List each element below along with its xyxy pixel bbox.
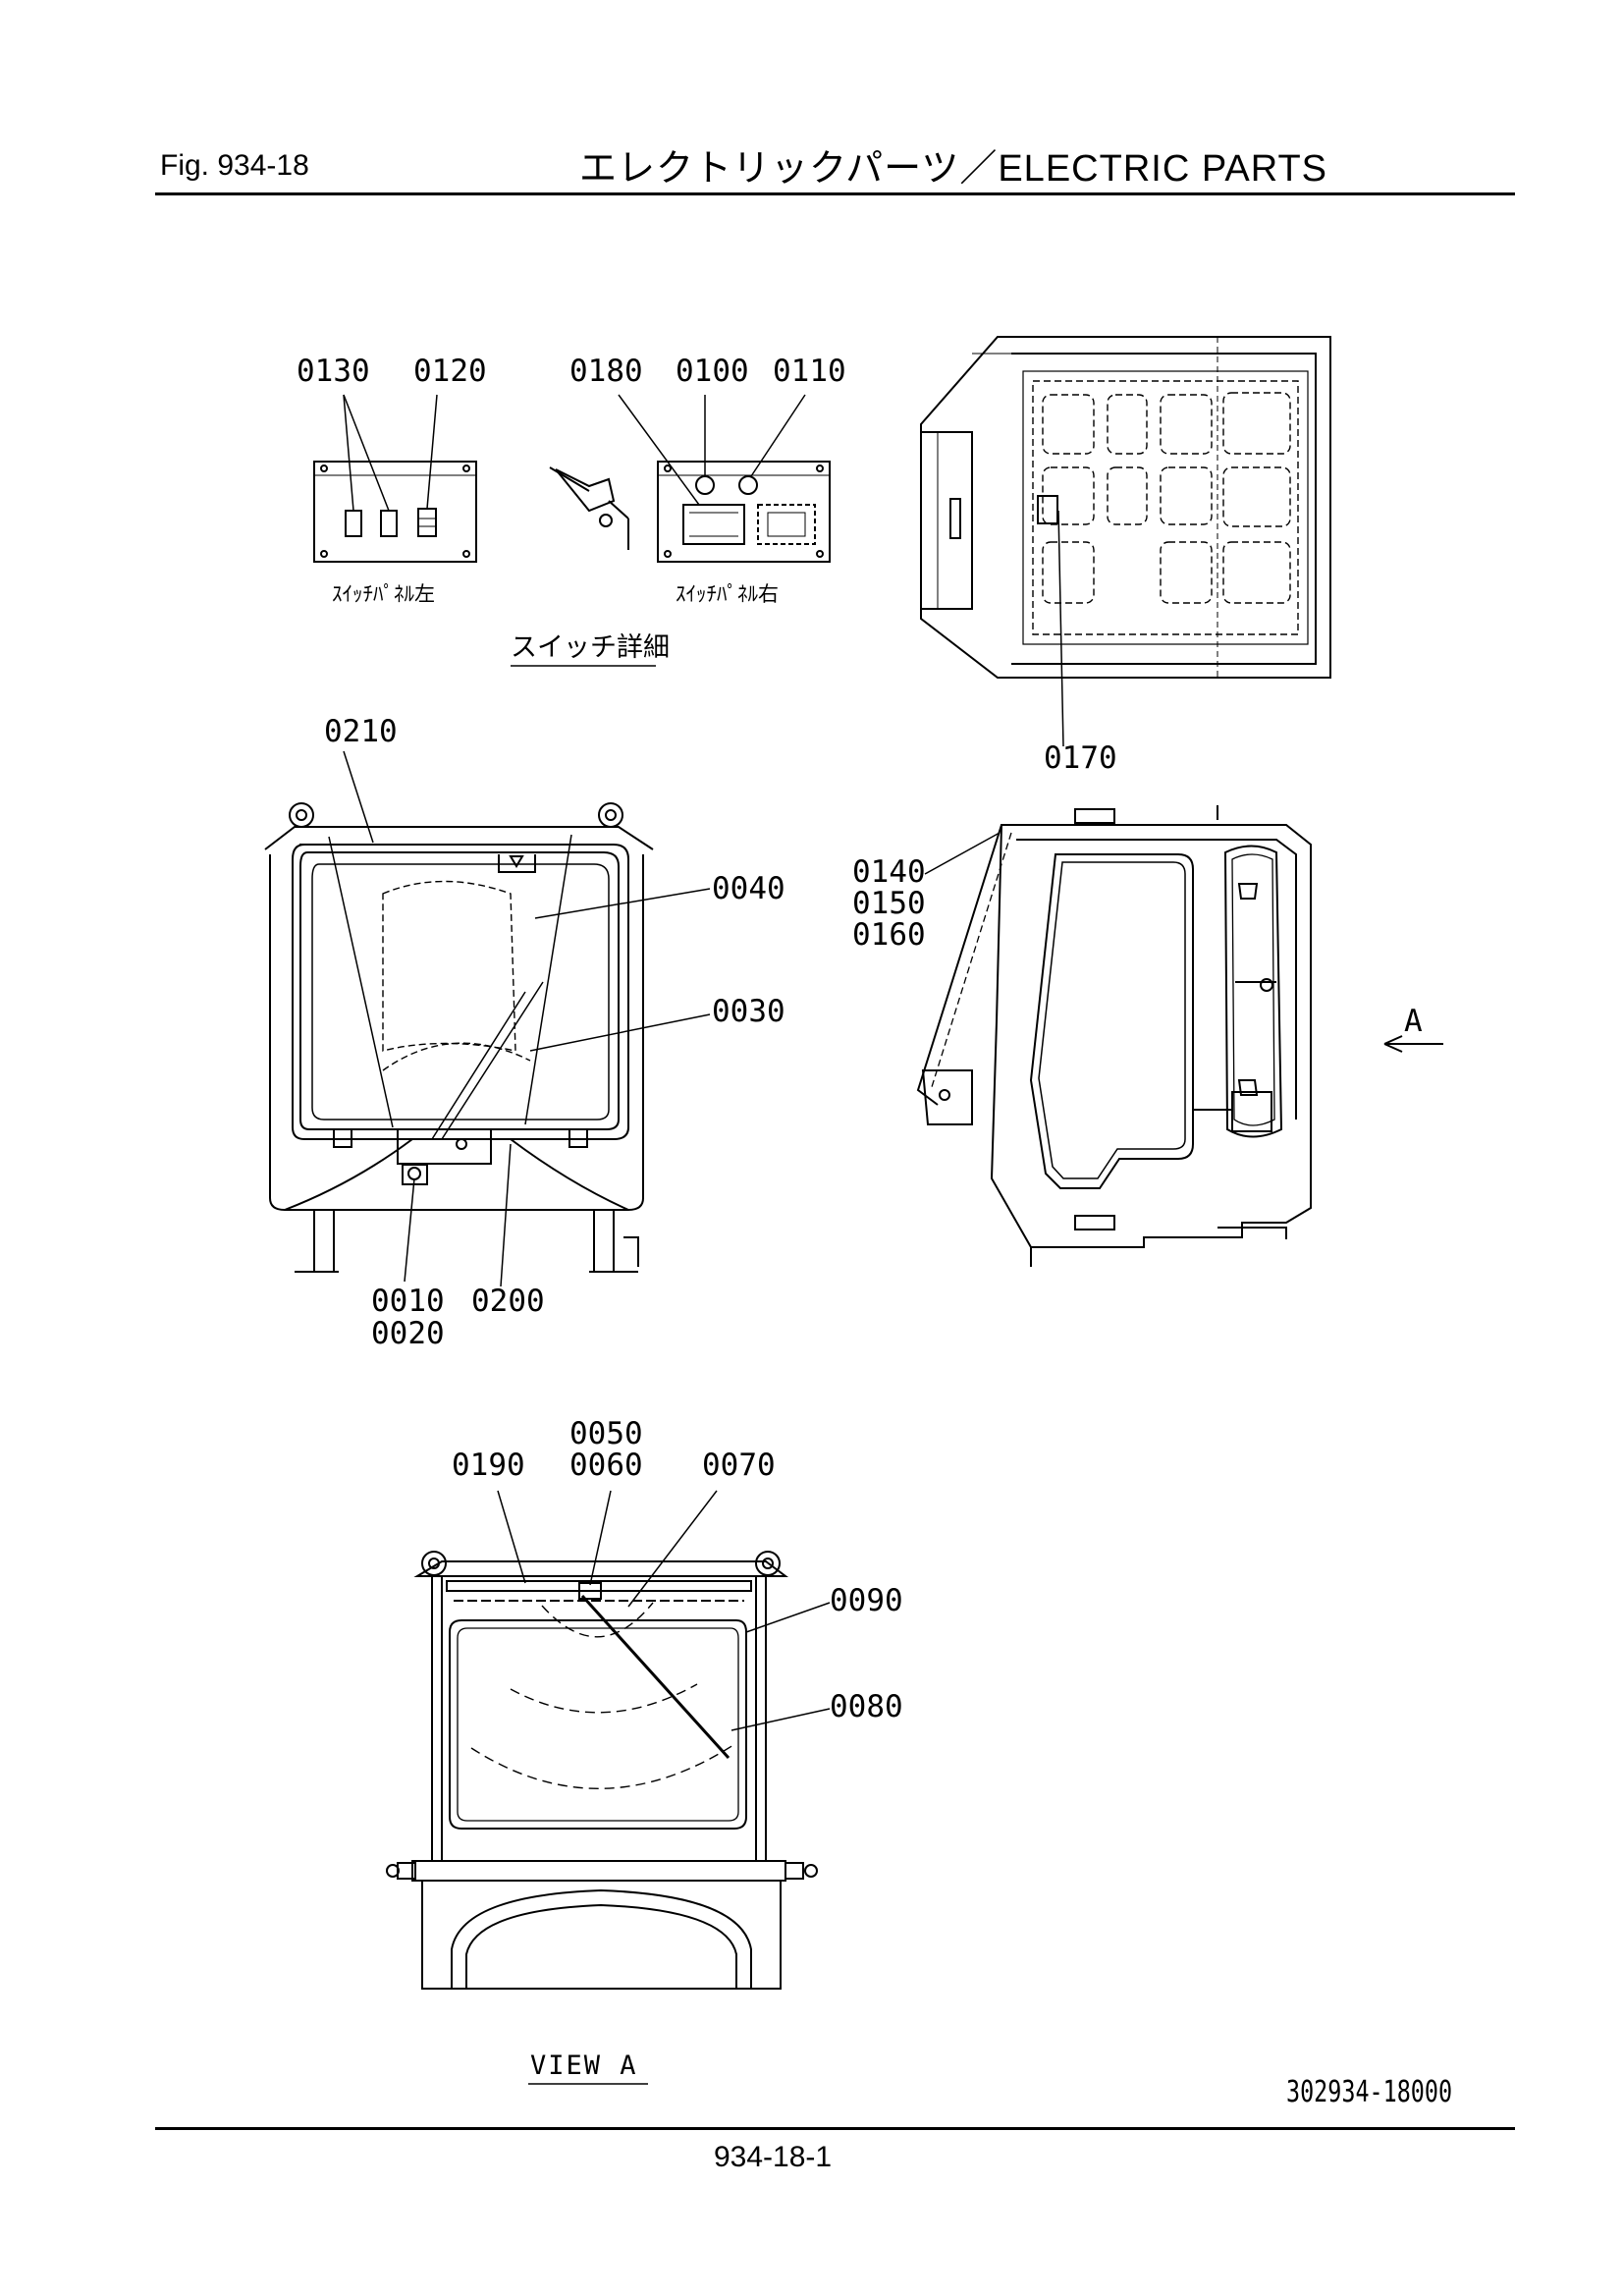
- front-view-leaders: [328, 750, 711, 1287]
- leader-0170: [1057, 510, 1064, 747]
- switch-panel-right: [549, 461, 831, 563]
- view-a-title: VIEW A: [530, 2050, 638, 2081]
- callout-0190: 0190: [452, 1448, 525, 1483]
- leader-0140: [924, 832, 1001, 875]
- callout-0040: 0040: [712, 871, 785, 906]
- callout-0090: 0090: [830, 1583, 903, 1618]
- callout-0200: 0200: [471, 1284, 545, 1319]
- switch-detail-title: スイッチ詳細: [511, 632, 670, 663]
- cab-side-view: [916, 805, 1312, 1267]
- callout-0060: 0060: [569, 1448, 643, 1483]
- callout-0140: 0140: [852, 854, 926, 890]
- view-a-leaders: [497, 1490, 831, 1731]
- callout-0030: 0030: [712, 994, 785, 1029]
- callout-0100: 0100: [676, 354, 749, 389]
- page-number: 934-18-1: [714, 2141, 833, 2173]
- header-rule: [155, 192, 1515, 195]
- switch-leaders: [343, 394, 806, 512]
- view-marker-a: A: [1404, 1004, 1423, 1039]
- callout-0150: 0150: [852, 886, 926, 921]
- callout-0130: 0130: [297, 354, 370, 389]
- callout-0180: 0180: [569, 354, 643, 389]
- callout-0120: 0120: [413, 354, 487, 389]
- callout-0160: 0160: [852, 917, 926, 953]
- figure-number: Fig. 934-18: [160, 149, 309, 182]
- left-panel-caption: ｽｲｯﾁﾊﾟﾈﾙ左: [332, 582, 435, 606]
- callout-0110: 0110: [773, 354, 846, 389]
- switch-panel-left: [313, 461, 477, 563]
- drawing-number: 302934-18000: [1286, 2075, 1453, 2109]
- cab-rear-view: [386, 1551, 818, 1990]
- roof-plan-view: [920, 336, 1331, 679]
- callout-0080: 0080: [830, 1689, 903, 1724]
- cab-front-view: [264, 802, 654, 1273]
- view-a-arrow: [1383, 1035, 1443, 1053]
- footer-rule: [155, 2127, 1515, 2130]
- callout-0050: 0050: [569, 1416, 643, 1451]
- callout-0070: 0070: [702, 1448, 776, 1483]
- right-panel-caption: ｽｲｯﾁﾊﾟﾈﾙ右: [676, 582, 779, 606]
- page-title: エレクトリックパーツ／ELECTRIC PARTS: [579, 148, 1328, 190]
- callout-0170: 0170: [1044, 740, 1117, 776]
- callout-0020: 0020: [371, 1316, 445, 1351]
- callout-0010: 0010: [371, 1284, 445, 1319]
- callout-0210: 0210: [324, 714, 398, 749]
